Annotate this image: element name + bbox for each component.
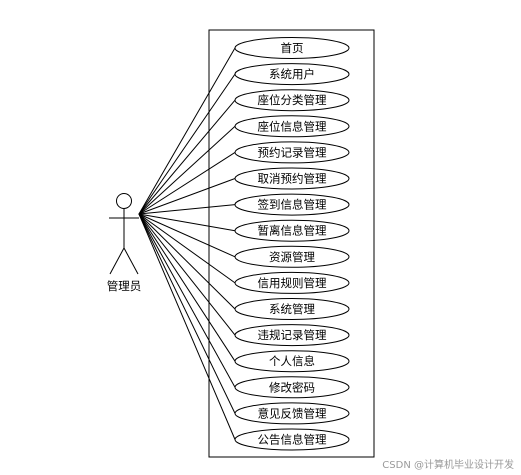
association-line <box>138 213 236 362</box>
actor-left-leg <box>109 247 125 275</box>
use-case: 公告信息管理 <box>234 428 350 451</box>
use-case-ellipse <box>234 245 350 268</box>
use-case-ellipse <box>234 63 350 86</box>
use-case: 暂离信息管理 <box>234 219 350 242</box>
use-case-ellipse <box>234 428 350 451</box>
use-case-label: 公告信息管理 <box>258 433 327 447</box>
use-case-label: 取消预约管理 <box>258 172 327 186</box>
association-line <box>138 178 236 215</box>
use-case: 预约记录管理 <box>234 141 350 164</box>
use-case-ellipse <box>234 271 350 294</box>
use-case: 取消预约管理 <box>234 167 350 190</box>
use-case-ellipse <box>234 324 350 347</box>
association-lines <box>138 47 236 440</box>
use-case-ellipse <box>234 298 350 320</box>
use-case: 座位分类管理 <box>234 89 350 112</box>
use-case-label: 意见反馈管理 <box>258 406 327 420</box>
use-case-label: 签到信息管理 <box>258 198 327 212</box>
association-line <box>138 213 236 310</box>
use-case-ellipse <box>234 193 350 216</box>
use-case-label: 座位信息管理 <box>258 119 327 133</box>
actor-label: 管理员 <box>107 279 142 293</box>
use-case-label: 个人信息 <box>269 354 315 368</box>
actor-right-leg <box>123 247 139 275</box>
association-line <box>138 125 236 215</box>
watermark: CSDN @计算机毕业设计开发 <box>382 458 514 471</box>
use-case-ellipse <box>234 167 350 190</box>
use-case: 意见反馈管理 <box>234 402 350 425</box>
use-case-label: 预约记录管理 <box>258 145 327 159</box>
use-case-ellipse <box>234 219 350 242</box>
association-line <box>138 213 236 440</box>
use-case-label: 系统管理 <box>269 302 315 316</box>
association-line <box>138 213 236 232</box>
use-case-label: 修改密码 <box>269 380 315 394</box>
use-case-label: 资源管理 <box>269 250 315 264</box>
use-case-label: 首页 <box>281 41 304 55</box>
association-line <box>138 99 236 215</box>
association-line <box>138 213 236 258</box>
use-case-label: 暂离信息管理 <box>258 224 327 238</box>
association-line <box>138 73 236 215</box>
use-case-list: 首页系统用户座位分类管理座位信息管理预约记录管理取消预约管理签到信息管理暂离信息… <box>234 37 350 451</box>
use-case: 系统用户 <box>234 63 350 86</box>
association-line <box>138 213 236 388</box>
use-case-label: 系统用户 <box>269 67 315 81</box>
use-case-label: 座位分类管理 <box>258 93 327 107</box>
use-case: 信用规则管理 <box>234 271 350 294</box>
actor-figure <box>109 193 139 275</box>
use-case: 违规记录管理 <box>234 324 350 347</box>
use-case: 签到信息管理 <box>234 193 350 216</box>
association-line <box>138 213 236 336</box>
association-line <box>138 204 236 215</box>
use-case: 首页 <box>234 37 350 59</box>
use-case-ellipse <box>234 402 350 425</box>
use-case: 座位信息管理 <box>234 115 350 138</box>
association-line <box>138 213 236 414</box>
use-case-ellipse <box>234 37 350 59</box>
use-case-ellipse <box>234 376 350 399</box>
use-case: 修改密码 <box>234 376 350 399</box>
use-case: 资源管理 <box>234 245 350 268</box>
use-case: 系统管理 <box>234 298 350 320</box>
association-line <box>138 47 236 215</box>
use-case-ellipse <box>234 115 350 138</box>
use-case-label: 违规记录管理 <box>258 328 327 342</box>
actor-head <box>116 193 132 209</box>
association-line <box>138 151 236 215</box>
association-line <box>138 213 236 284</box>
use-case: 个人信息 <box>234 350 350 373</box>
use-case-ellipse <box>234 89 350 112</box>
use-case-ellipse <box>234 350 350 373</box>
use-case-ellipse <box>234 141 350 164</box>
use-case-label: 信用规则管理 <box>258 276 327 290</box>
system-boundary <box>208 29 375 458</box>
